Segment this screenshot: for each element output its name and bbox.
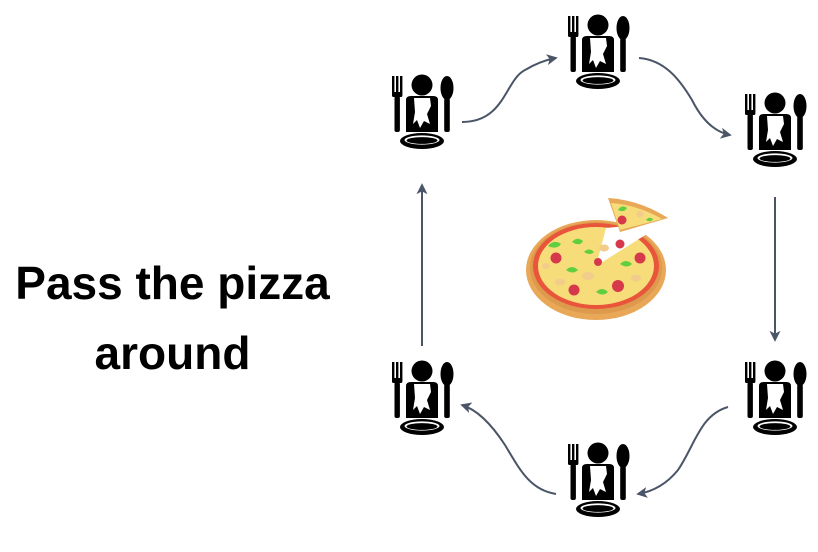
title-line-2: around (94, 327, 251, 379)
title-line-1: Pass the pizza (15, 257, 330, 309)
diner-bottom-icon (568, 442, 630, 517)
diner-right-icon (745, 92, 807, 167)
arrow-bottom-to-left (460, 402, 557, 495)
arrow-left-to-top (461, 54, 558, 123)
diner-lower-right-icon (745, 360, 807, 435)
page-title: Pass the pizza around (0, 248, 345, 388)
arrow-right-to-bottom (636, 406, 729, 498)
diner-top-icon (568, 14, 630, 89)
arrows (416, 54, 781, 498)
pizza-icon (526, 198, 668, 320)
arrow-top-to-right (638, 57, 732, 139)
diner-left-icon (392, 74, 454, 149)
diner-lower-left-icon (392, 360, 454, 435)
